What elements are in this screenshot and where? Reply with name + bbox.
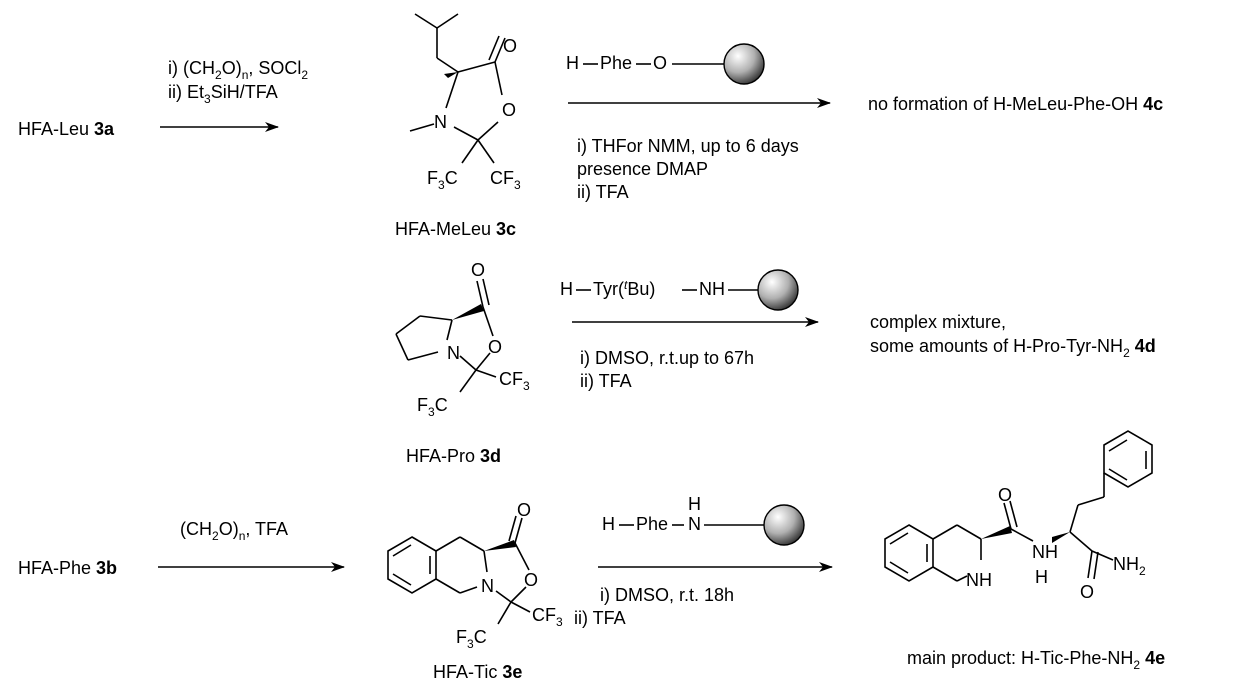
- svg-text:NH: NH: [699, 279, 725, 299]
- condition-2-line-2: ii) TFA: [580, 371, 632, 391]
- svg-text:NH: NH: [1032, 542, 1058, 562]
- condition-1-line-2: presence DMAP: [577, 159, 708, 179]
- svg-text:F3C: F3C: [427, 168, 458, 192]
- svg-text:O: O: [502, 100, 516, 120]
- label-hfa-pro: HFA-Pro 3d: [406, 446, 501, 466]
- condition-2-line-1: i) DMSO, r.t.up to 67h: [580, 348, 754, 368]
- svg-text:O: O: [998, 485, 1012, 505]
- result-complex-mixture: complex mixture,: [870, 312, 1006, 332]
- svg-text:Phe: Phe: [636, 514, 668, 534]
- label-hfa-tic: HFA-Tic 3e: [433, 662, 522, 679]
- svg-text:O: O: [488, 337, 502, 357]
- svg-text:O: O: [517, 500, 531, 520]
- svg-text:O: O: [1080, 582, 1094, 602]
- svg-text:H: H: [1035, 567, 1048, 587]
- condition-1-line-3: ii) TFA: [577, 182, 629, 202]
- reagent-h-tyr-nh: H: [560, 279, 573, 299]
- svg-text:N: N: [481, 576, 494, 596]
- step-1a-reagent-i: i) (CH2O)n, SOCl2: [168, 58, 308, 82]
- structure-h-tic-phe-nh2: O NH H NH O NH2: [884, 430, 1153, 602]
- structure-hfa-meleu: O O N F3C CF3: [409, 13, 521, 192]
- svg-text:N: N: [447, 343, 460, 363]
- reagent-h-phe-nh: H: [602, 514, 615, 534]
- svg-text:O: O: [471, 260, 485, 280]
- svg-text:NH: NH: [966, 570, 992, 590]
- svg-text:N: N: [434, 112, 447, 132]
- label-hfa-meleu: HFA-MeLeu 3c: [395, 219, 516, 239]
- resin-bead-icon: [723, 43, 765, 85]
- start-material-hfa-phe: HFA-Phe 3b: [18, 558, 117, 578]
- svg-text:CF3: CF3: [499, 369, 530, 393]
- svg-text:O: O: [524, 570, 538, 590]
- condition-3-line-2: ii) TFA: [574, 608, 626, 628]
- svg-text:F3C: F3C: [456, 627, 487, 651]
- structure-hfa-tic: O O N F3C CF3: [387, 500, 563, 651]
- resin-bead-icon: [757, 269, 799, 311]
- svg-text:F3C: F3C: [417, 395, 448, 419]
- svg-text:Phe: Phe: [600, 53, 632, 73]
- svg-text:CF3: CF3: [490, 168, 521, 192]
- condition-1-line-1: i) THFor NMM, up to 6 days: [577, 136, 799, 156]
- svg-text:NH2: NH2: [1113, 554, 1146, 578]
- resin-bead-icon: [763, 504, 805, 546]
- start-material-hfa-leu: HFA-Leu 3a: [18, 119, 115, 139]
- result-no-formation: no formation of H-MeLeu-Phe-OH 4c: [868, 94, 1163, 114]
- svg-text:H: H: [688, 494, 701, 514]
- result-some-amounts: some amounts of H-Pro-Tyr-NH2 4d: [870, 336, 1156, 360]
- svg-text:Tyr(tBu): Tyr(tBu): [593, 278, 655, 299]
- result-main-product: main product: H-Tic-Phe-NH2 4e: [907, 648, 1165, 672]
- step-1a-reagent-ii: ii) Et3SiH/TFA: [168, 82, 278, 106]
- structure-hfa-pro: O O N F3C CF3: [395, 260, 530, 419]
- condition-3-line-1: i) DMSO, r.t. 18h: [600, 585, 734, 605]
- svg-text:N: N: [688, 514, 701, 534]
- svg-text:CF3: CF3: [532, 605, 563, 629]
- svg-text:O: O: [653, 53, 667, 73]
- reagent-h-phe-o: H: [566, 53, 579, 73]
- svg-text:O: O: [503, 36, 517, 56]
- step-3a-reagent: (CH2O)n, TFA: [180, 519, 288, 543]
